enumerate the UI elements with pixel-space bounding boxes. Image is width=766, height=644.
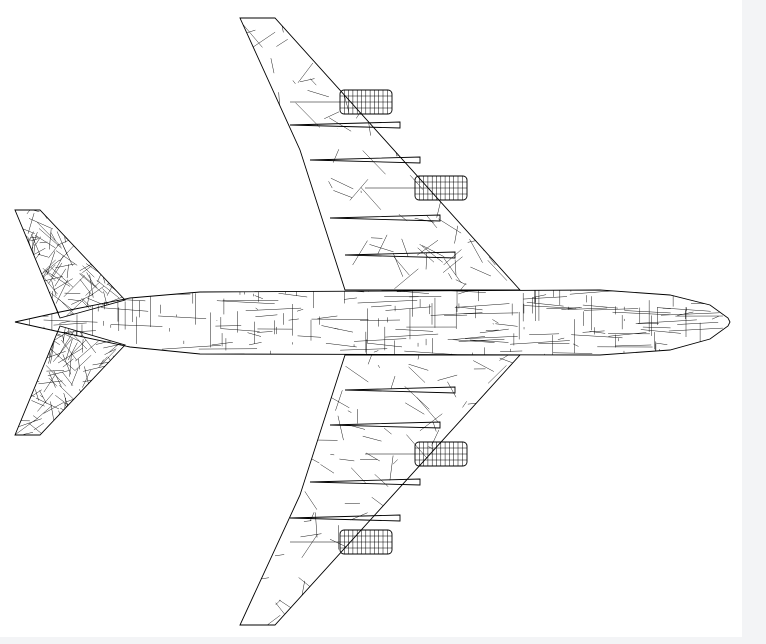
stabilizer-upper-outline [14, 209, 126, 319]
flap-fairing [329, 214, 441, 222]
engine-nacelle [290, 89, 393, 115]
flap-fairing [289, 121, 401, 129]
fuselage-outline [14, 289, 731, 356]
flap-fairing [309, 478, 421, 486]
wing-lower-outline [239, 354, 522, 626]
engine-nacelle [365, 441, 468, 467]
flap-fairing [329, 421, 441, 429]
flap-fairing [344, 251, 456, 259]
wing-upper-mesh [240, 18, 520, 290]
flap-fairing [344, 386, 456, 394]
engine-nacelle [365, 175, 468, 201]
wing-lower-mesh [240, 355, 520, 625]
flap-fairing [289, 514, 401, 522]
wing-upper-outline [239, 17, 522, 291]
stabilizer-lower-outline [14, 325, 126, 436]
flap-fairing [309, 156, 421, 164]
stabilizer-lower-mesh [15, 326, 125, 435]
stabilizer-upper-mesh [15, 210, 125, 318]
render-canvas [0, 0, 742, 637]
airplane-wireframe [14, 17, 731, 626]
engine-nacelle [290, 529, 393, 555]
